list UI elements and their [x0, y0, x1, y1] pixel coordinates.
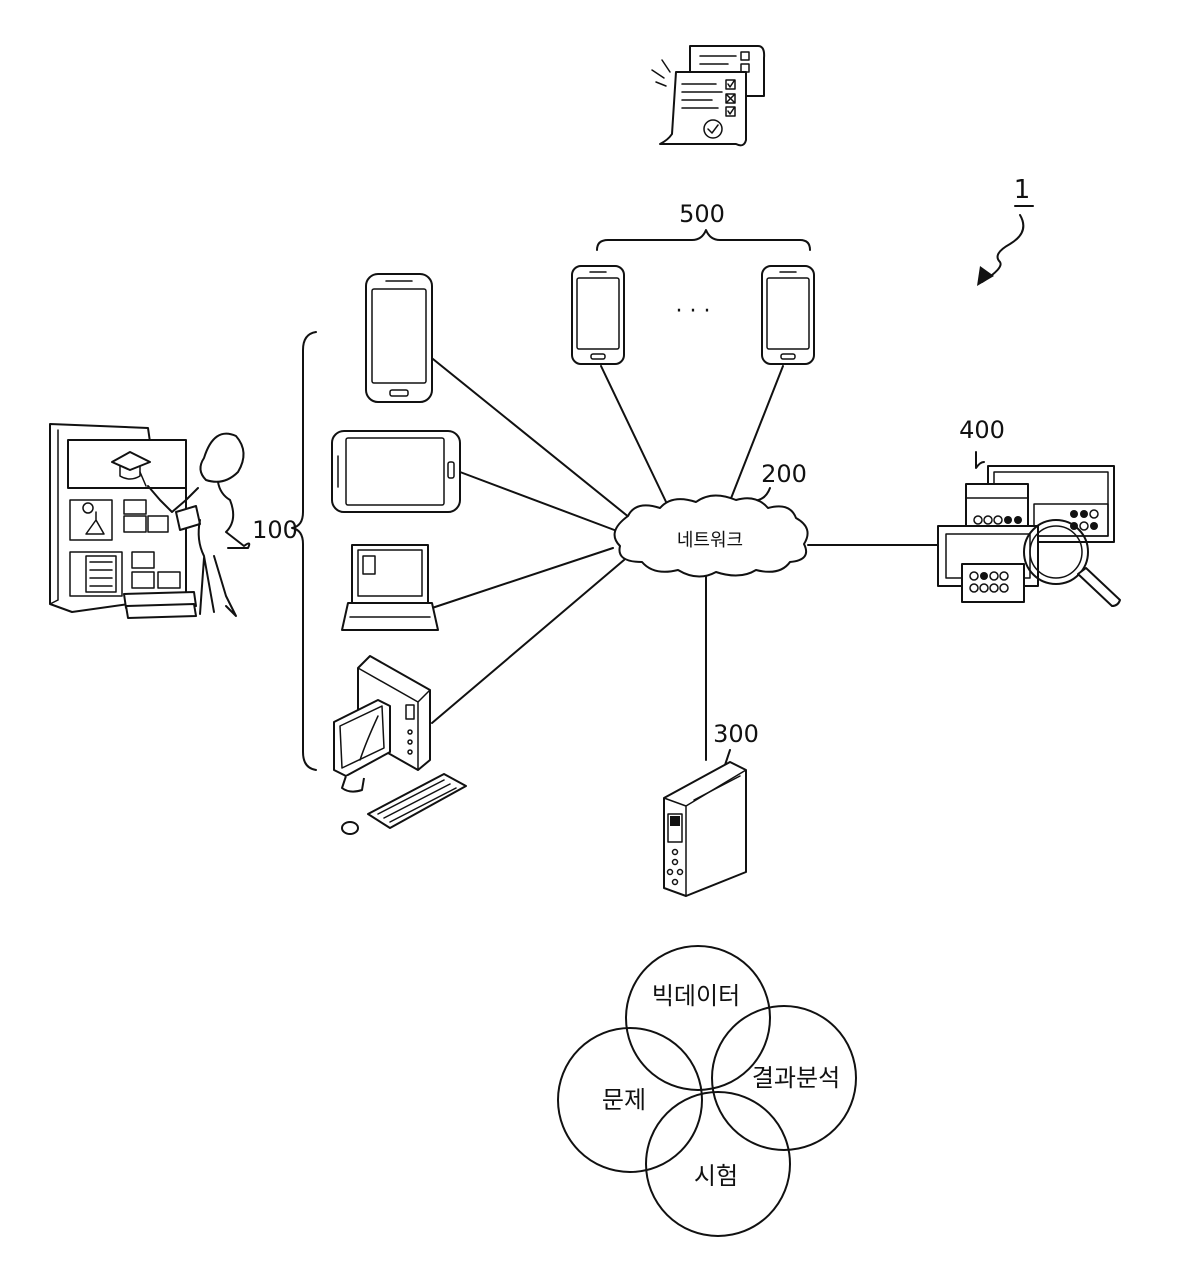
user-terminals-brace — [292, 332, 316, 770]
teacher-illustration — [50, 424, 249, 618]
system-ref-label: 1 — [1014, 175, 1031, 205]
link-tablet-network — [460, 472, 617, 531]
venn-label-result-analysis: 결과분석 — [752, 1064, 840, 1092]
ref-100-label: 100 — [252, 516, 298, 544]
smartphone-icon — [366, 274, 432, 402]
ref-200-label: 200 — [761, 460, 807, 488]
ref-300-label: 300 — [713, 720, 759, 748]
venn-circle-bigdata — [626, 946, 770, 1090]
network-label: 네트워크 — [677, 530, 743, 551]
venn-label-bigdata: 빅데이터 — [652, 982, 740, 1010]
user-terminals-group: 100 — [252, 274, 466, 834]
laptop-icon — [342, 545, 438, 630]
venn-label-problem: 문제 — [602, 1086, 646, 1114]
desktop-pc-icon — [334, 656, 466, 834]
system-reference: 1 — [977, 175, 1033, 286]
ref-400-label: 400 — [959, 416, 1005, 444]
venn-diagram: 빅데이터 결과분석 시험 문제 — [558, 946, 856, 1236]
server-icon: 300 — [664, 720, 759, 896]
phone-500b-icon — [762, 266, 814, 364]
terminal-ellipsis: · · · — [676, 299, 711, 324]
ref-500-label: 500 — [679, 200, 725, 228]
analysis-icon: 400 — [938, 416, 1120, 606]
tablet-icon — [332, 431, 460, 512]
report-document-icon — [652, 46, 764, 145]
venn-label-exam: 시험 — [694, 1162, 738, 1190]
network-cloud: 200 네트워크 — [615, 460, 808, 577]
link-laptop-network — [432, 548, 613, 608]
phone-500a-icon — [572, 266, 624, 364]
link-terminal500a-network — [601, 366, 668, 506]
link-desktop-network — [432, 560, 624, 723]
